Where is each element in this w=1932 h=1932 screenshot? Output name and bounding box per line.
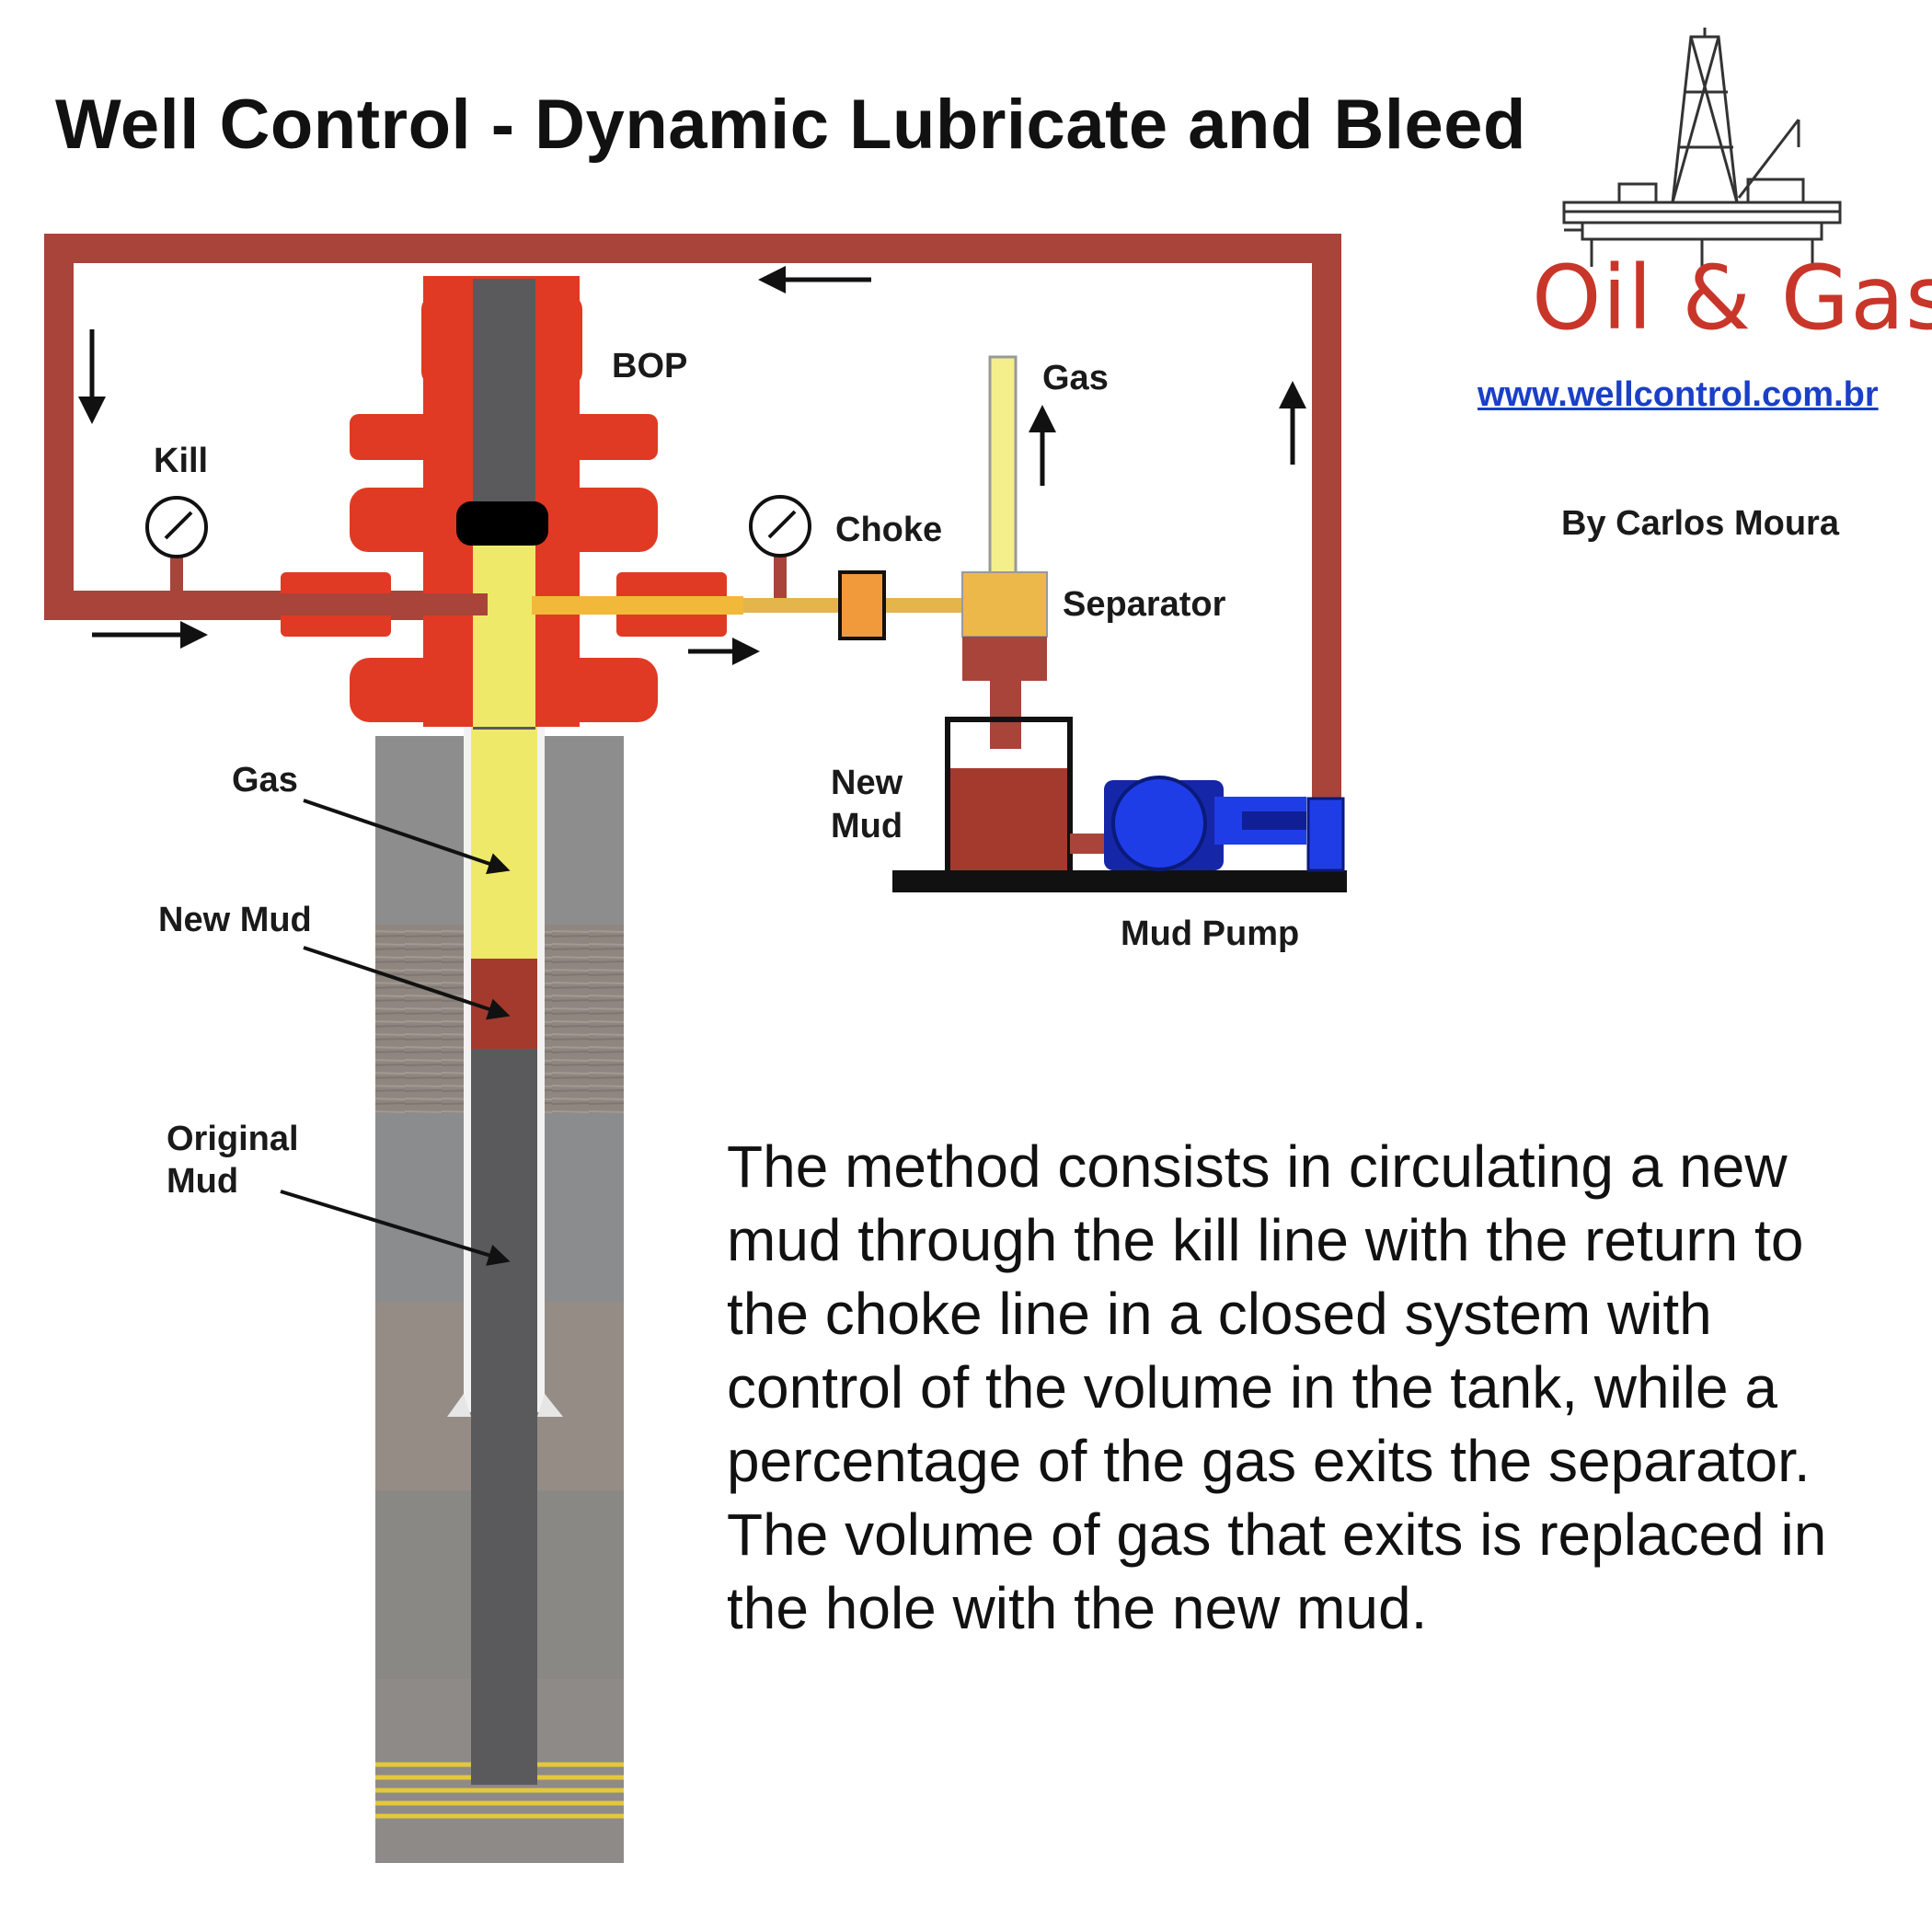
new-mud-tank-label-line2: Mud xyxy=(831,807,903,845)
separator-label: Separator xyxy=(1063,585,1226,624)
mud-pump-icon xyxy=(1104,776,1345,872)
pointer-arrows xyxy=(280,799,511,1266)
choke-label: Choke xyxy=(835,511,943,549)
wellbore-new-mud xyxy=(471,957,537,1049)
separator-bottom xyxy=(962,637,1047,681)
mud-tank xyxy=(945,717,1073,874)
original-mud-label-line2: Mud xyxy=(167,1162,239,1201)
separator-vent xyxy=(988,355,1018,576)
oil-rig-logo-icon xyxy=(1562,28,1842,267)
original-mud-pointer-icon xyxy=(280,1190,511,1266)
choke-valve xyxy=(838,570,886,640)
author-credit: By Carlos Moura xyxy=(1561,504,1839,543)
flow-arrows xyxy=(78,266,1306,665)
page-title: Well Control - Dynamic Lubricate and Ble… xyxy=(55,86,1526,164)
brand-name: Oil & Gas xyxy=(1532,247,1932,350)
gas-vent-label: Gas xyxy=(1042,359,1109,397)
gas-pointer-icon xyxy=(303,799,511,875)
wellbore-original-mud xyxy=(471,1040,537,1785)
new-mud-tank-label-line1: New xyxy=(831,764,903,802)
choke-gauge-icon xyxy=(749,495,811,598)
kill-gauge-icon xyxy=(145,496,208,596)
method-description: The method consists in circulating a new… xyxy=(727,1133,1827,1641)
new-mud-label: New Mud xyxy=(158,901,312,939)
choke-line-gas xyxy=(532,596,743,615)
bop-gas xyxy=(473,543,535,727)
casing xyxy=(447,727,563,1417)
closed-annular xyxy=(456,501,548,546)
pump-skid xyxy=(892,870,1347,892)
circulation-loop xyxy=(44,234,1341,804)
gas-label: Gas xyxy=(232,761,298,799)
kill-line-pipe xyxy=(248,593,488,615)
wellbore-gas xyxy=(471,727,537,959)
separator-vessel xyxy=(961,571,1048,638)
new-mud-pointer-icon xyxy=(303,946,511,1020)
mud-pump-label: Mud Pump xyxy=(1121,914,1300,953)
kill-label: Kill xyxy=(154,442,209,480)
original-mud-label-line1: Original xyxy=(167,1120,299,1158)
separator-drain xyxy=(990,681,1021,749)
website-link[interactable]: www.wellcontrol.com.br xyxy=(1478,375,1879,414)
tank-to-pump-pipe xyxy=(1070,834,1105,854)
bop-label: BOP xyxy=(612,347,688,385)
